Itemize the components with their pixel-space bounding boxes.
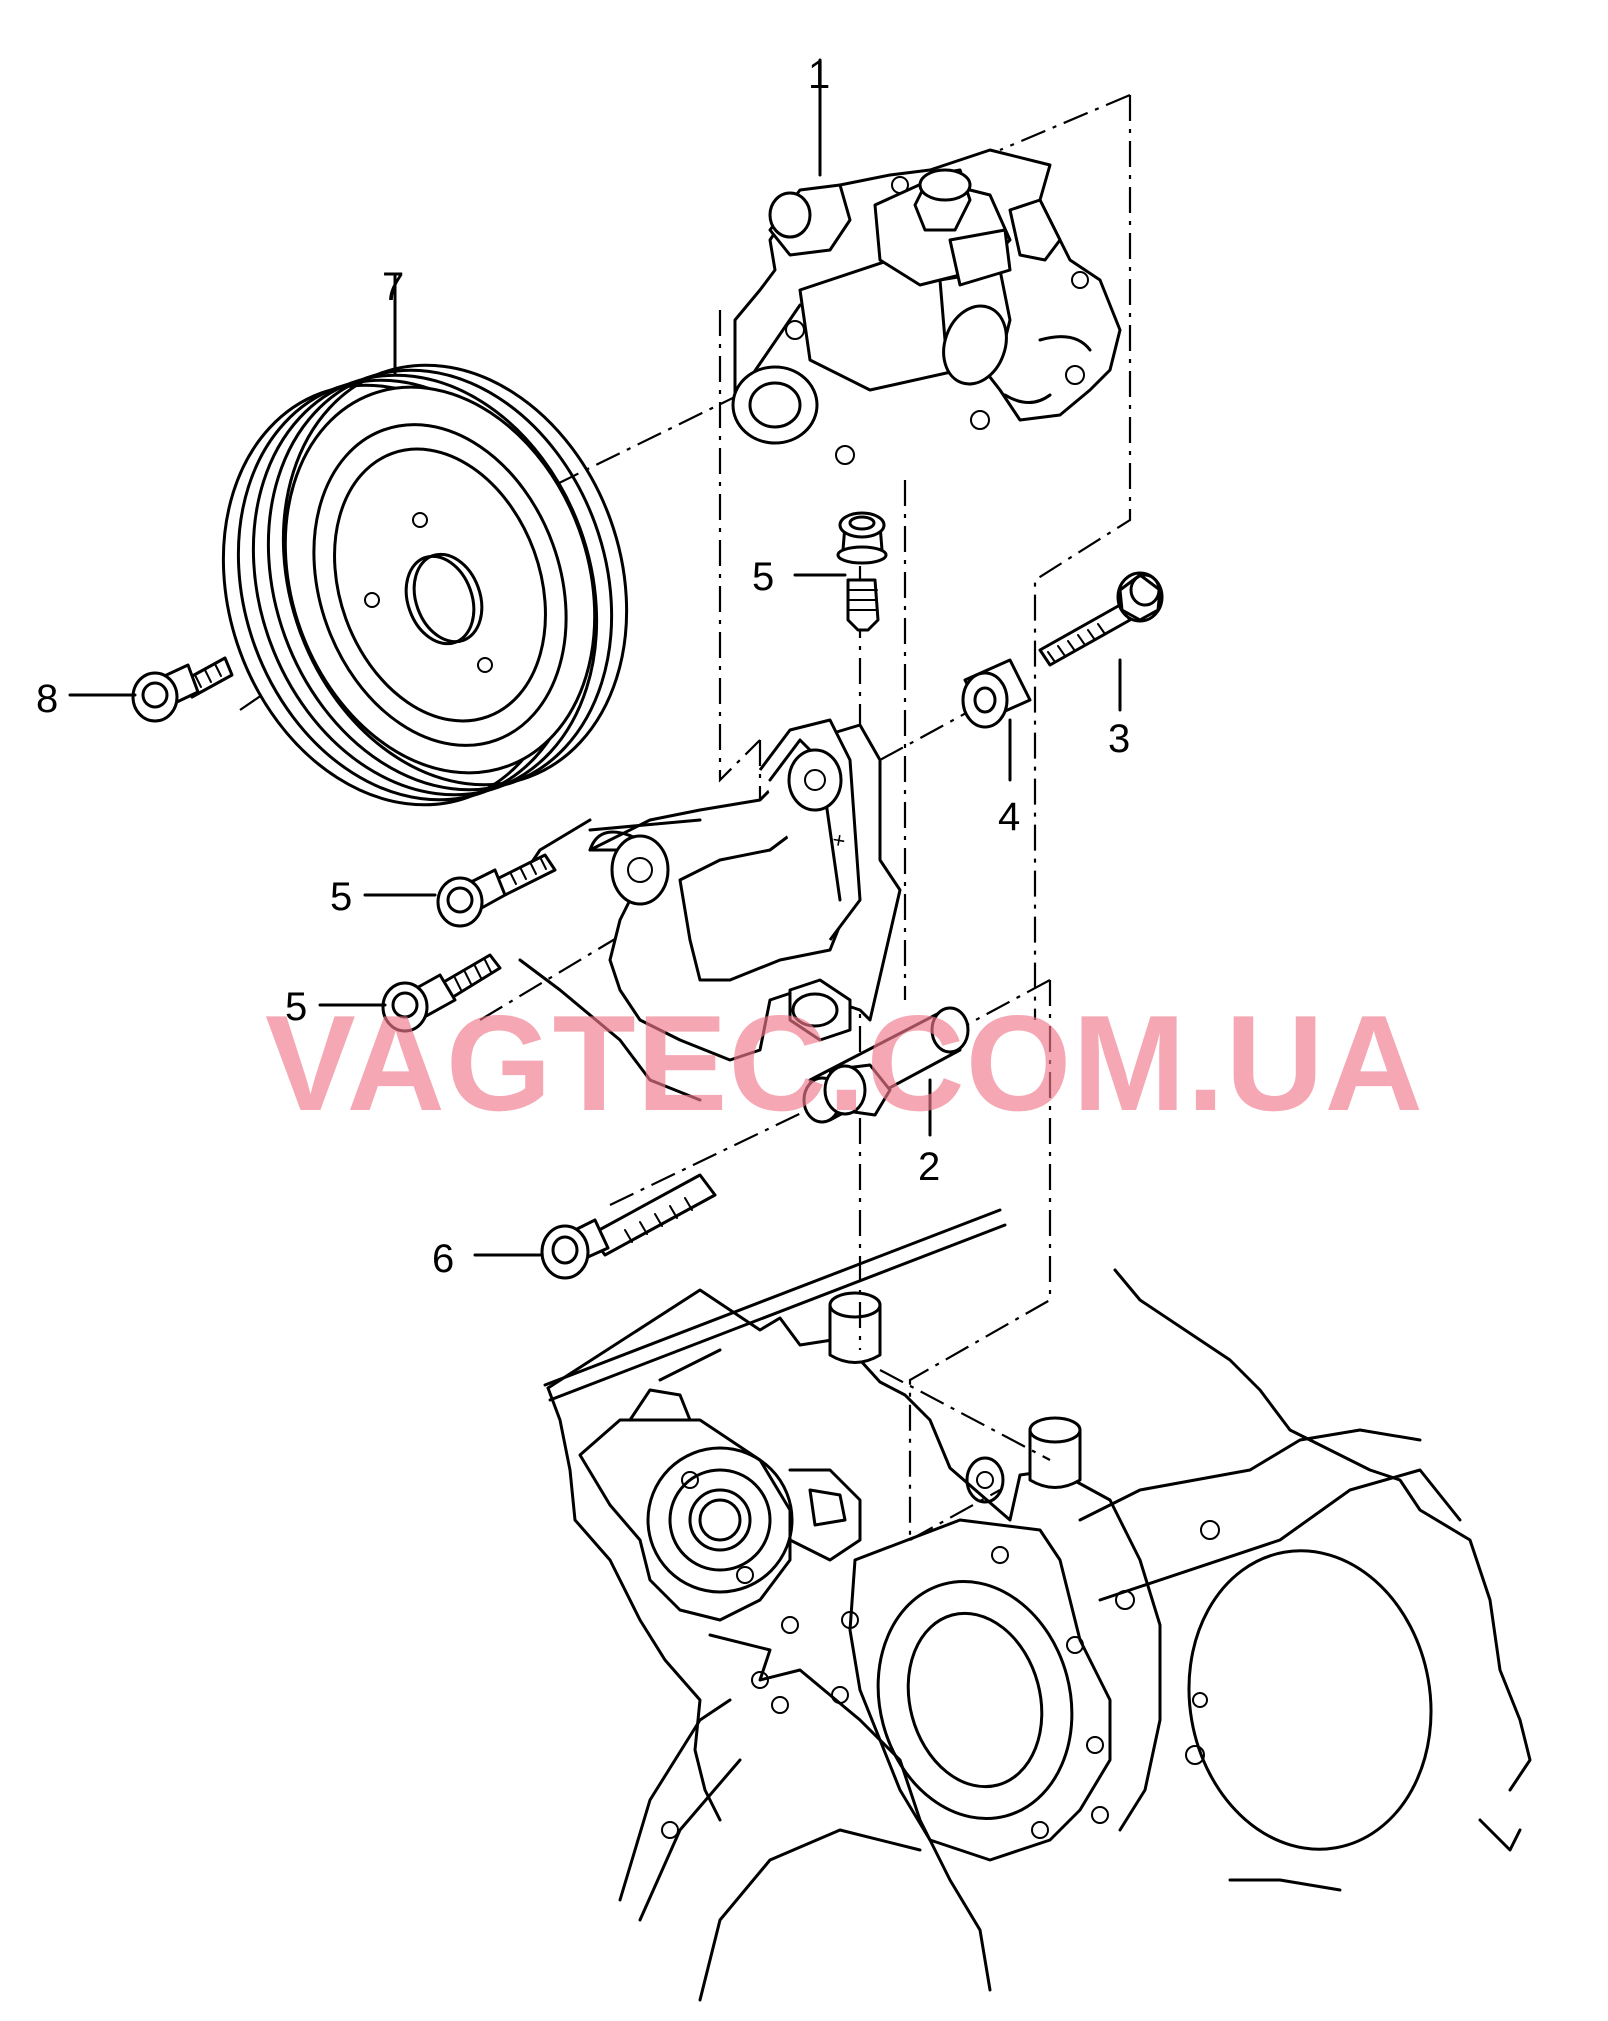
engine-block [543, 1208, 1532, 2002]
bolt-part-5-middle [363, 853, 557, 928]
callout-6: 6 [432, 1237, 454, 1281]
callout-7: 7 [382, 265, 404, 309]
callout-3: 3 [1108, 717, 1130, 761]
callout-2: 2 [918, 1145, 940, 1189]
bolt-part-3 [1038, 571, 1164, 712]
bolt-part-5-lower [318, 953, 502, 1033]
callout-labels: 1 2 3 4 5 5 5 6 7 8 [36, 53, 1130, 1281]
callout-8: 8 [36, 677, 58, 721]
pulley [221, 273, 629, 807]
bolt-part-6 [473, 1173, 717, 1280]
bolt-part-8 [68, 656, 234, 723]
callout-1: 1 [808, 53, 830, 97]
svg-text:+: + [825, 832, 852, 849]
callout-5-top: 5 [752, 555, 774, 599]
bolt-part-5-top [793, 511, 888, 632]
sleeve-part-2 [802, 1006, 970, 1137]
callout-4: 4 [998, 795, 1020, 839]
callout-5-lower: 5 [285, 985, 307, 1029]
power-steering-pump [731, 58, 1122, 465]
callout-5-middle: 5 [330, 875, 352, 919]
spacer-part-4 [961, 658, 1032, 782]
mounting-bracket: + [518, 718, 902, 1102]
watermark: VAGTEC.COM.UA [265, 987, 1424, 1139]
assembly-phantom-lines [239, 93, 1132, 1541]
